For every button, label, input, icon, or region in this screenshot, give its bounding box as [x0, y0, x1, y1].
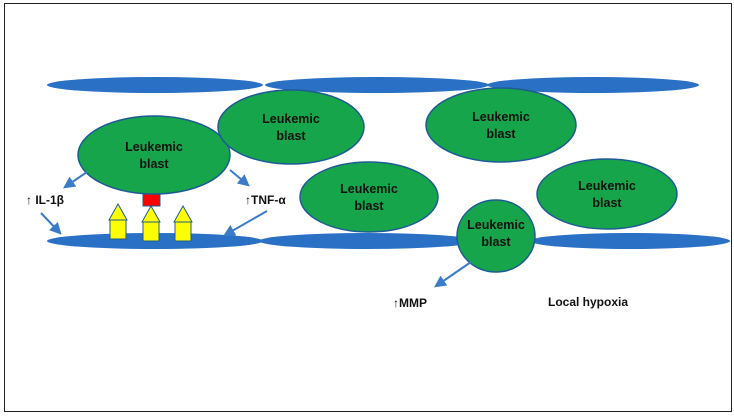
- adhesion-receptor-3: [173, 204, 193, 242]
- blast-5-label-line2: blast: [592, 196, 622, 210]
- tnfa-label: ↑TNF-α: [245, 193, 286, 207]
- blast-1-label-line1: Leukemic: [125, 140, 183, 154]
- arrow-blast-to-mmp: [434, 261, 472, 288]
- leukemic-blast-5: Leukemic blast: [536, 158, 678, 230]
- blast-5-label-line1: Leukemic: [578, 179, 636, 193]
- blast-6-label-line2: blast: [481, 235, 511, 249]
- adhesion-receptor-1: [108, 202, 128, 240]
- leukemic-blast-4: Leukemic blast: [299, 161, 439, 233]
- bottom-endothelial-cell-2: [259, 233, 475, 249]
- bottom-endothelial-cell-3: [530, 233, 730, 249]
- diagram-canvas: Leukemic blast Leukemic blast Leukemic b…: [26, 77, 730, 310]
- leukemic-blast-6: Leukemic blast: [456, 199, 536, 273]
- blast-6-label-line1: Leukemic: [467, 218, 525, 232]
- top-endothelial-cell-2: [265, 77, 489, 93]
- blast-4-label-line1: Leukemic: [340, 182, 398, 196]
- arrow-blast-to-tnfa: [229, 169, 250, 187]
- arrow-il1b-to-vessel: [40, 212, 62, 235]
- il1b-label: ↑ IL-1β: [26, 193, 64, 207]
- leukemic-blast-3: Leukemic blast: [425, 87, 577, 163]
- blast-3-label-line2: blast: [486, 127, 516, 141]
- blast-3-label-line1: Leukemic: [472, 110, 530, 124]
- adhesion-receptor-2: [141, 204, 161, 242]
- arrow-blast-to-il1b: [63, 171, 88, 189]
- blast-1-label-line2: blast: [139, 157, 169, 171]
- leukemic-blast-2: Leukemic blast: [217, 89, 365, 165]
- leukemic-blast-1: Leukemic blast: [77, 115, 231, 195]
- mmp-label: ↑MMP: [393, 296, 427, 310]
- blast-2-label-line1: Leukemic: [262, 112, 320, 126]
- blast-2-label-line2: blast: [276, 129, 306, 143]
- top-endothelial-cell-1: [47, 77, 263, 93]
- top-endothelial-cell-3: [487, 77, 699, 93]
- diagram-frame: Leukemic blast Leukemic blast Leukemic b…: [4, 3, 732, 412]
- hypoxia-label: Local hypoxia: [548, 295, 628, 309]
- arrow-tnfa-to-vessel: [222, 210, 268, 237]
- blast-4-label-line2: blast: [354, 199, 384, 213]
